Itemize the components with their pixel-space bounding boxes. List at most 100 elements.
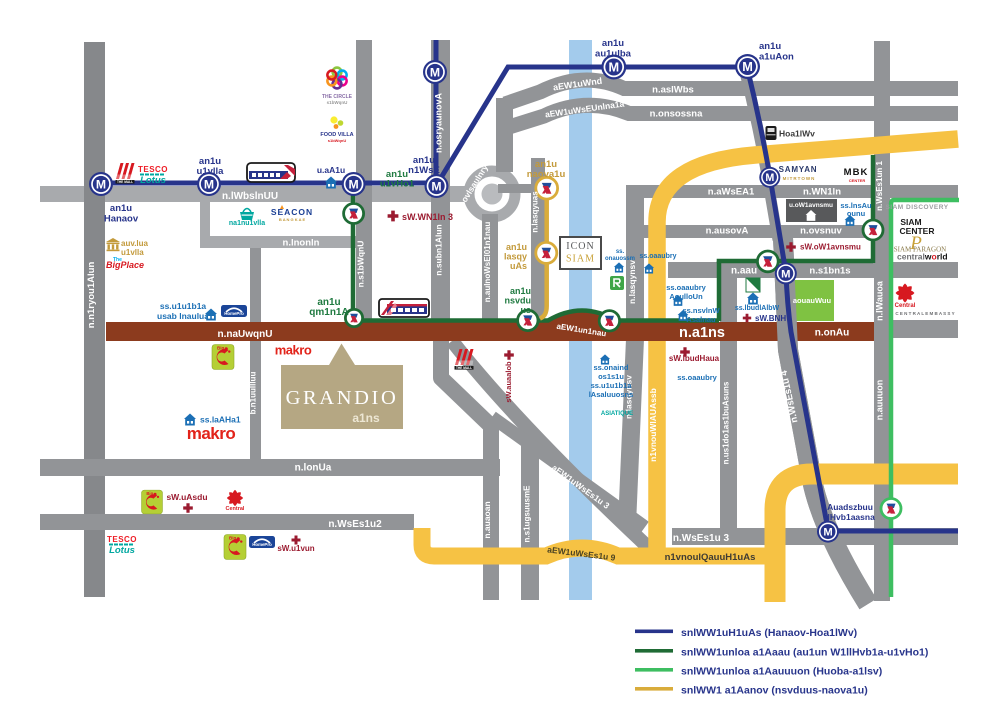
svg-text:n.auuuon: n.auuuon <box>875 380 885 421</box>
svg-text:n.lnonln: n.lnonln <box>283 238 320 249</box>
svg-text:os1s1u: os1s1u <box>598 372 624 381</box>
svg-text:ss.nsvlnW: ss.nsvlnW <box>682 306 720 315</box>
svg-text:sW.oW1avnsmu: sW.oW1avnsmu <box>800 243 861 252</box>
svg-text:n.s1ugsuusmE: n.s1ugsuusmE <box>523 485 532 543</box>
svg-text:SAMYAN: SAMYAN <box>779 165 818 174</box>
svg-text:AoulloUn: AoulloUn <box>669 292 703 301</box>
svg-text:sW.WN1ln 3: sW.WN1ln 3 <box>402 212 453 222</box>
svg-text:n1vnoulQauuH1uAs: n1vnoulQauuH1uAs <box>665 552 756 563</box>
svg-text:ss.oaaubry: ss.oaaubry <box>677 373 717 382</box>
svg-text:us: us <box>520 305 531 315</box>
svg-text:onauossm: onauossm <box>605 256 635 262</box>
svg-text:Auadszbuu: Auadszbuu <box>827 502 873 512</box>
svg-text:M: M <box>96 177 106 191</box>
svg-text:n1WsE: n1WsE <box>408 165 440 176</box>
svg-text:Central: Central <box>226 506 245 512</box>
svg-text:M: M <box>781 268 790 280</box>
svg-text:an1u: an1u <box>199 156 221 167</box>
svg-text:sW.u1vun: sW.u1vun <box>277 544 314 553</box>
svg-text:ICON: ICON <box>566 241 594 252</box>
svg-text:centralworld: centralworld <box>897 252 948 262</box>
svg-text:M: M <box>204 177 214 191</box>
svg-text:auv.lua: auv.lua <box>121 239 149 248</box>
svg-text:uAs: uAs <box>510 261 527 271</box>
svg-text:sW.BNH: sW.BNH <box>755 314 786 323</box>
svg-text:n.WN1ln: n.WN1ln <box>803 187 841 198</box>
svg-text:an1u: an1u <box>386 169 408 180</box>
svg-text:n.lonUa: n.lonUa <box>295 463 332 474</box>
svg-text:au1ulba: au1ulba <box>595 49 632 60</box>
svg-text:M: M <box>430 65 440 79</box>
svg-text:MBK: MBK <box>844 167 869 178</box>
svg-text:makro: makro <box>187 424 236 443</box>
svg-text:Asalnau: Asalnau <box>686 315 716 324</box>
svg-text:n.lasqynsv: n.lasqynsv <box>624 375 634 419</box>
svg-text:M: M <box>823 527 832 539</box>
svg-text:llHvb1aasna: llHvb1aasna <box>825 512 875 522</box>
svg-text:n.ovsnuv: n.ovsnuv <box>800 226 842 237</box>
svg-text:n.s1bWqnU: n.s1bWqnU <box>356 241 366 288</box>
svg-text:n.WsEs1un 1: n.WsEs1un 1 <box>875 161 884 211</box>
svg-text:n.a1ns: n.a1ns <box>679 325 725 341</box>
svg-text:naova1u: naova1u <box>527 169 566 180</box>
svg-text:n.lWauoa: n.lWauoa <box>875 280 885 321</box>
svg-text:n.s1bn1s: n.s1bn1s <box>809 266 850 277</box>
svg-text:ss.lnsAu: ss.lnsAu <box>840 201 872 210</box>
svg-text:aouauWuu: aouauWuu <box>793 296 832 305</box>
svg-text:a1uAon: a1uAon <box>759 52 794 63</box>
svg-text:snlWW1uH1uAs (Hanaov-Hoa1lWv): snlWW1uH1uAs (Hanaov-Hoa1lWv) <box>681 627 857 639</box>
svg-text:n.subn1Alun: n.subn1Alun <box>434 224 444 275</box>
svg-text:M: M <box>765 172 774 184</box>
svg-text:C E N T R A L E M B A S S Y: C E N T R A L E M B A S S Y <box>895 311 954 316</box>
svg-text:CENTER: CENTER <box>849 178 866 183</box>
svg-text:Hanaov: Hanaov <box>104 214 139 225</box>
svg-text:n.n1ryou1Alun: n.n1ryou1Alun <box>86 262 97 329</box>
svg-text:u.oW1avnsmu: u.oW1avnsmu <box>789 202 833 209</box>
svg-text:lAsaluuosns: lAsaluuosns <box>589 390 634 399</box>
svg-text:ss.onaind: ss.onaind <box>593 363 628 372</box>
svg-text:ss.u1u1b1a: ss.u1u1b1a <box>160 301 207 311</box>
svg-text:ss.laAHa1: ss.laAHa1 <box>200 415 241 425</box>
svg-text:n.naUwqnU: n.naUwqnU <box>218 329 273 340</box>
svg-text:M: M <box>742 59 753 74</box>
svg-text:THE CIRCLE: THE CIRCLE <box>322 94 353 100</box>
svg-text:The: The <box>113 257 122 263</box>
svg-text:B A N G K A E: B A N G K A E <box>279 217 306 222</box>
svg-text:an1u: an1u <box>510 286 531 296</box>
svg-text:an1u: an1u <box>317 297 340 308</box>
svg-text:n.us1do1as1buAsuns: n.us1do1as1buAsuns <box>722 381 731 464</box>
svg-text:qm1n1A: qm1n1A <box>309 307 348 318</box>
svg-text:an1u: an1u <box>535 159 557 170</box>
svg-text:n.ausovA: n.ausovA <box>706 226 749 237</box>
svg-text:n.osryaunovA: n.osryaunovA <box>434 92 444 153</box>
svg-text:GRANDIO: GRANDIO <box>286 387 399 409</box>
svg-text:lasqy: lasqy <box>504 252 527 262</box>
svg-text:snlWW1 a1Aanov (nsvduus-naova1: snlWW1 a1Aanov (nsvduus-naova1u) <box>681 685 868 697</box>
svg-text:ASIATIQUE: ASIATIQUE <box>601 411 633 417</box>
svg-text:n.aWsEA1: n.aWsEA1 <box>708 187 755 198</box>
svg-text:n.onAu: n.onAu <box>815 328 849 339</box>
svg-text:u.aA1u: u.aA1u <box>317 165 345 175</box>
svg-text:MITRTOWN: MITRTOWN <box>783 176 816 181</box>
svg-text:n.lasqyuas: n.lasqyuas <box>531 191 540 233</box>
svg-text:snlWW1unloa a1Aauuuon (Huoba-a: snlWW1unloa a1Aauuuon (Huoba-a1lsv) <box>681 666 882 678</box>
svg-text:n.WsEs1u2: n.WsEs1u2 <box>328 519 382 530</box>
svg-text:nsvdu: nsvdu <box>504 296 531 306</box>
svg-text:n.lWbslnUU: n.lWbslnUU <box>222 191 278 202</box>
svg-text:CENTER: CENTER <box>900 226 935 236</box>
svg-text:b.n1uullluu: b.n1uullluu <box>249 372 258 415</box>
svg-text:ss.oaaubry: ss.oaaubry <box>640 253 677 260</box>
svg-text:P: P <box>909 233 922 254</box>
svg-text:n.aslWbs: n.aslWbs <box>652 85 694 96</box>
svg-text:M: M <box>431 179 441 193</box>
svg-text:sW.uAsdu: sW.uAsdu <box>166 492 207 502</box>
svg-text:sW.auaalob: sW.auaalob <box>504 361 513 403</box>
svg-text:M: M <box>608 60 619 75</box>
svg-text:ss.lbudlAlbW: ss.lbudlAlbW <box>735 305 780 312</box>
svg-text:a1ns: a1ns <box>352 411 380 425</box>
svg-text:u1vlla: u1vlla <box>197 166 225 177</box>
svg-text:s1bWqnU: s1bWqnU <box>328 138 347 143</box>
svg-text:usab lnaulua: usab lnaulua <box>157 311 209 321</box>
svg-text:SIAM: SIAM <box>900 217 921 227</box>
svg-text:u1vHo1: u1vHo1 <box>380 179 415 190</box>
